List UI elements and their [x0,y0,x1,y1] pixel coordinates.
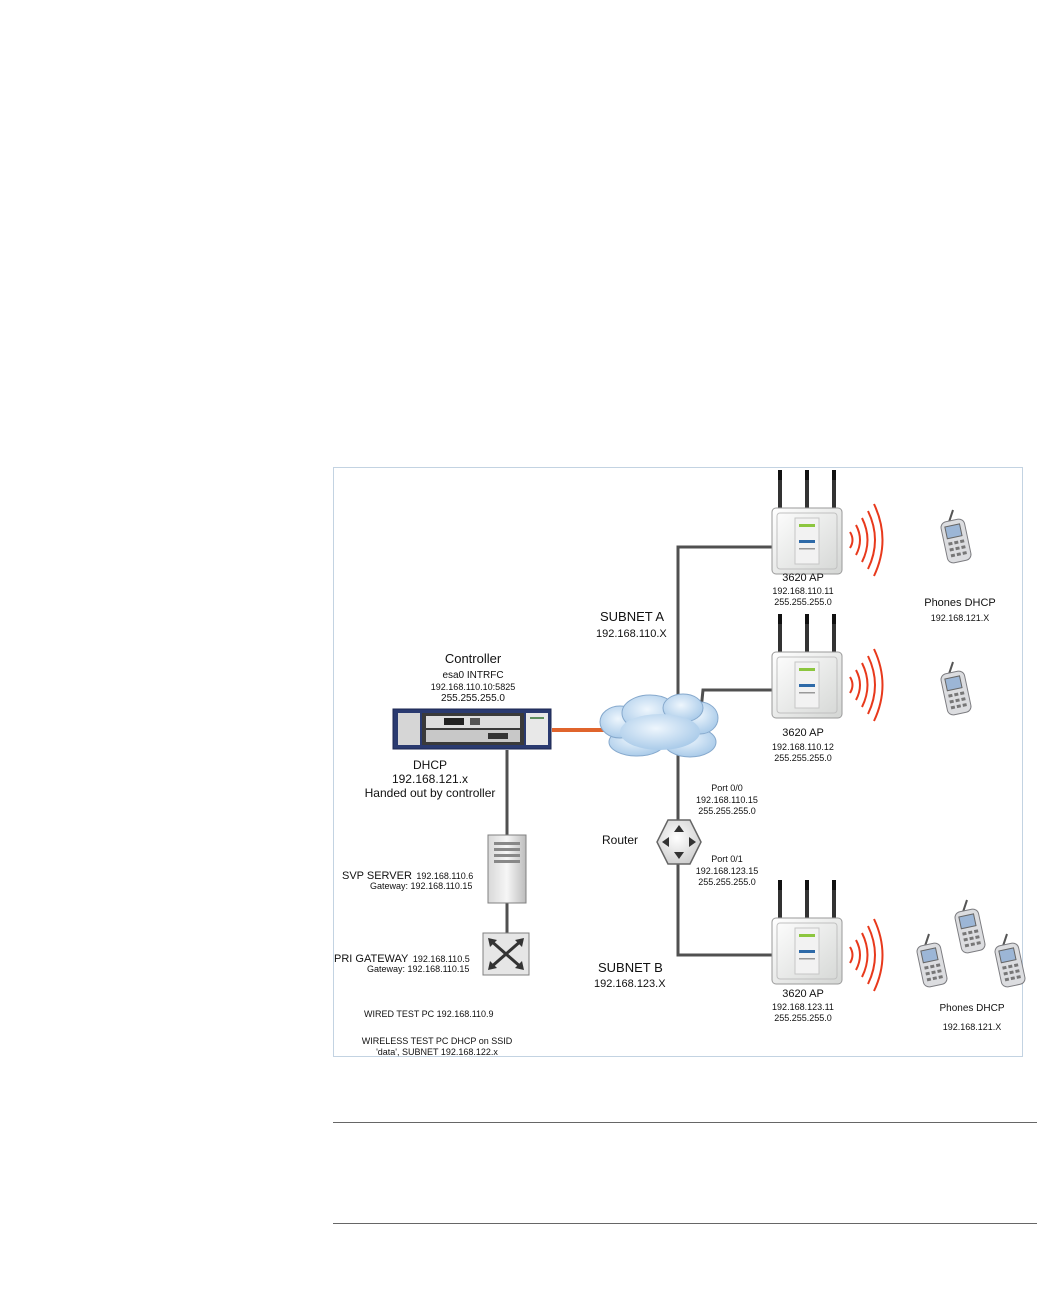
subnet-a-name: SUBNET A [600,609,665,624]
controller-ip: 192.168.110.10:5825 [430,682,516,692]
phone-icon-1 [938,509,974,566]
router-icon [656,819,702,865]
pri-gateway-ip: 192.168.110.5 [412,954,470,964]
ap-icon-1 [771,469,843,575]
wifi-waves-3 [849,918,884,992]
phone-icon-2 [938,661,974,718]
ap3-mask: 255.255.255.0 [774,1013,832,1023]
controller-chassis [392,708,552,750]
svp-server-ip: 192.168.110.6 [416,871,474,881]
svp-server-gateway-label: Gateway: [370,881,409,891]
phones-bottom-range: 192.168.121.X [942,1022,1002,1032]
ap2-mask: 255.255.255.0 [774,753,832,763]
pri-gateway-gateway-line: Gateway: 192.168.110.15 [367,964,469,974]
link-subnet-a-ap1 [676,545,772,695]
diagram-frame [333,467,1023,1057]
wireless-test-pc-line1: WIRELESS TEST PC DHCP on SSID [361,1036,513,1046]
divider-top [333,1122,1037,1123]
phones-top-range: 192.168.121.X [930,613,990,623]
phones-bottom-title: Phones DHCP [939,1003,1005,1014]
link-router-ap3 [676,864,772,957]
controller-mask: 255.255.255.0 [441,693,505,704]
ap2-ip: 192.168.110.12 [772,742,834,752]
wifi-waves-1 [849,503,884,577]
ap1-model: 3620 AP [782,572,824,584]
dhcp-note: Handed out by controller [364,786,496,800]
ap3-model: 3620 AP [782,988,824,1000]
dhcp-title: DHCP [412,758,448,772]
pri-gateway-gateway: 192.168.110.15 [407,964,470,974]
subnet-b-name: SUBNET B [598,960,663,975]
router-port0-ip: 192.168.110.15 [696,795,758,805]
router-port0-name: Port 0/0 [711,783,743,793]
router-port1-ip: 192.168.123.15 [695,866,759,876]
phone-icon-3 [914,933,950,990]
subnet-b-range: 192.168.123.X [594,978,666,990]
wireless-test-pc-line2: 'data', SUBNET 192.168.122.x [376,1047,498,1057]
router-label: Router [602,833,639,847]
svp-server-gateway-line: Gateway: 192.168.110.15 [370,881,472,891]
wired-test-pc: WIRED TEST PC 192.168.110.9 [364,1009,494,1019]
subnet-a-range: 192.168.110.X [596,628,667,640]
ap1-ip: 192.168.110.11 [772,586,834,596]
svp-server-icon [487,834,527,904]
phone-icon-5 [992,933,1028,990]
pri-gateway-caption: PRI GATEWAY 192.168.110.5 [334,949,470,967]
dhcp-range: 192.168.121.x [391,772,469,786]
ap-icon-3 [771,879,843,985]
router-port1-name: Port 0/1 [711,854,743,864]
pri-gateway-icon [482,932,530,976]
divider-bottom [333,1223,1037,1224]
phones-top-title: Phones DHCP [924,597,996,609]
router-port0-mask: 255.255.255.0 [698,806,756,816]
controller-interface: esa0 INTRFC [442,670,504,681]
svp-server-caption: SVP SERVER 192.168.110.6 [342,866,473,884]
network-cloud [599,693,719,758]
pri-gateway-gateway-label: Gateway: [367,964,406,974]
router-port1-mask: 255.255.255.0 [698,877,756,887]
controller-title: Controller [444,651,502,666]
ap2-model: 3620 AP [782,727,824,739]
wifi-waves-2 [849,648,884,722]
svp-server-gateway: 192.168.110.15 [410,881,473,891]
phone-icon-4 [952,899,988,956]
ap3-ip: 192.168.123.11 [772,1002,834,1012]
pri-gateway-label: PRI GATEWAY [334,953,409,965]
ap1-mask: 255.255.255.0 [774,597,832,607]
svp-server-label: SVP SERVER [342,870,412,882]
ap-icon-2 [771,613,843,719]
